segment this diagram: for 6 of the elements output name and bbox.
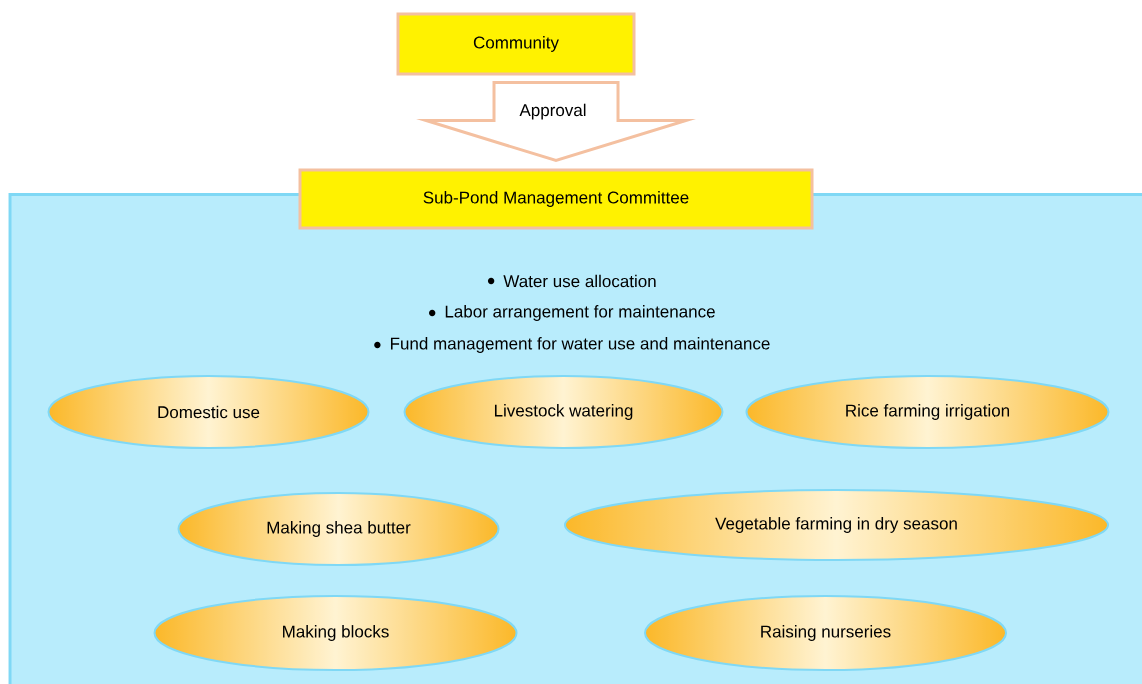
block-arrow [416,81,696,163]
bullet-item: Labor arrangement for maintenance [429,305,715,321]
bullet-item: Water use allocation [487,274,656,288]
bullet-item: Fund management for water use and maintenance [374,337,770,353]
title-box: Community [396,12,636,76]
title-box: Sub-Pond Management Committee [298,168,814,230]
